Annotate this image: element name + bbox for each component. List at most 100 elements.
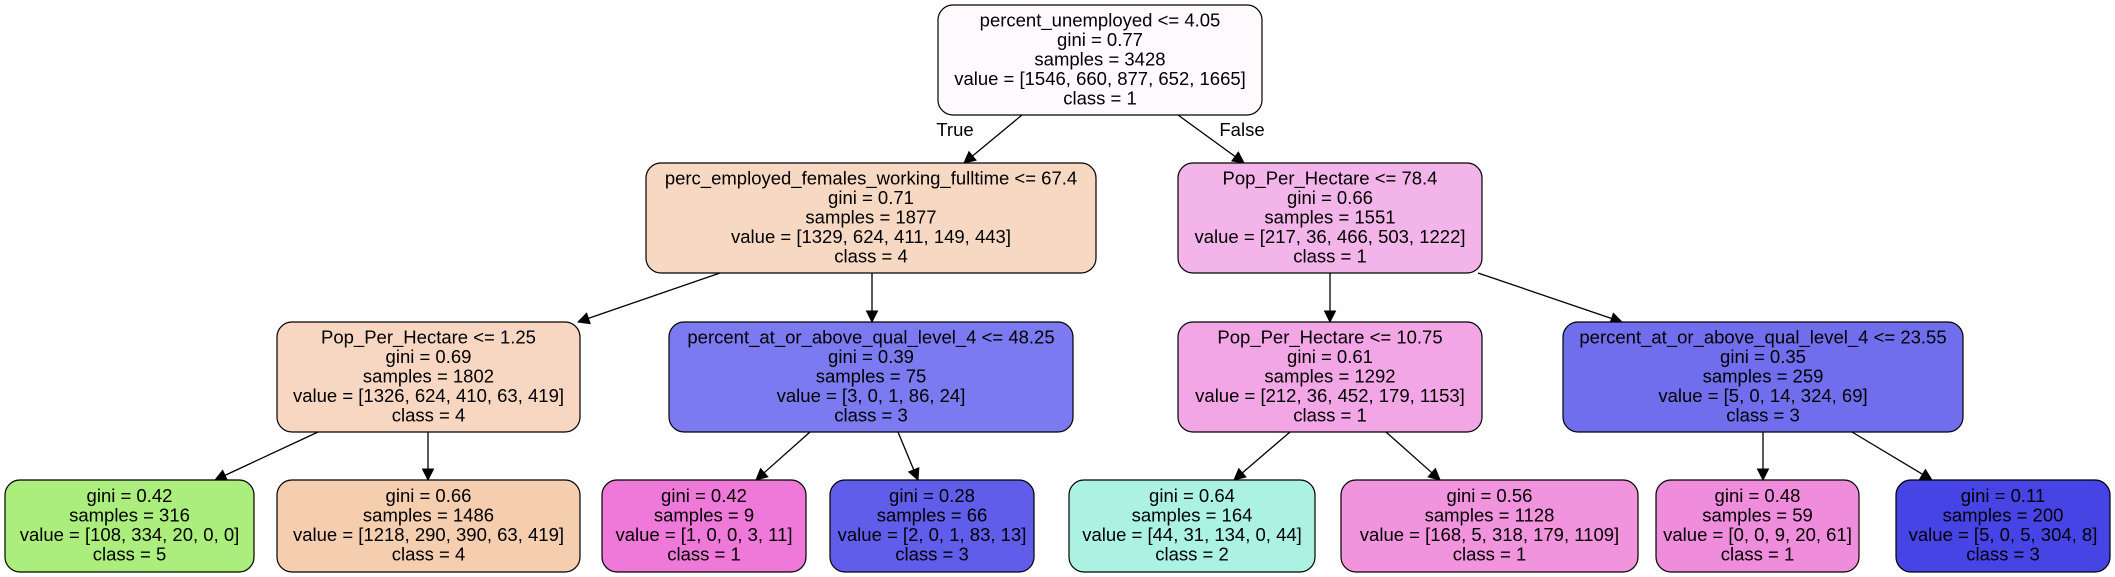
edge-line [1477, 272, 1612, 320]
node-text-line: gini = 0.66 [386, 485, 472, 506]
node-text-line: value = [1329, 624, 411, 149, 443] [731, 226, 1011, 247]
node-box [1177, 321, 1483, 433]
node-text-line: value = [5, 0, 5, 304, 8] [1909, 524, 2098, 545]
node-text-line: gini = 0.69 [386, 346, 472, 367]
node-box [1177, 162, 1483, 274]
node-text-line: class = 1 [1063, 87, 1137, 108]
node-box [1895, 479, 2111, 573]
arrowhead-icon [421, 468, 435, 482]
node-text-line: samples = 9 [654, 505, 754, 526]
node-text-line: gini = 0.56 [1447, 485, 1533, 506]
tree-edge-n2-n6 [1477, 272, 1624, 325]
node-text-line: value = [1218, 290, 390, 63, 419] [293, 524, 564, 545]
node-box [668, 321, 1074, 433]
arrowhead-icon [1233, 467, 1247, 481]
tree-edge-n0-n1: True [936, 114, 1023, 164]
node-text-line: gini = 0.64 [1149, 485, 1235, 506]
node-text-line: value = [3, 0, 1, 86, 24] [777, 385, 966, 406]
arrowhead-icon [213, 469, 229, 481]
tree-edge-n5-n12 [1385, 431, 1441, 481]
node-box [1340, 479, 1639, 573]
node-text-line: Pop_Per_Hectare <= 1.25 [321, 326, 536, 348]
arrowhead-icon [907, 466, 920, 482]
tree-edge-n6-n14 [1851, 431, 1933, 481]
node-text-line: percent_unemployed <= 4.05 [980, 9, 1221, 31]
tree-edges: True False [213, 114, 1933, 482]
node-text-line: class = 2 [1155, 544, 1229, 565]
node-text-line: value = [5, 0, 14, 324, 69] [1658, 385, 1867, 406]
edge-line [1385, 431, 1433, 474]
node-text-line: percent_at_or_above_qual_level_4 <= 23.5… [1579, 326, 1946, 348]
node-text-line: samples = 200 [1943, 505, 2064, 526]
node-text-line: class = 3 [1966, 544, 2040, 565]
node-text-line: samples = 3428 [1034, 48, 1165, 69]
node-text-line: class = 4 [834, 245, 908, 266]
node-box [276, 321, 581, 433]
edge-line [763, 431, 811, 474]
node-text-line: value = [44, 31, 134, 0, 44] [1082, 524, 1302, 545]
edge-line [224, 431, 319, 476]
node-text-line: gini = 0.61 [1287, 346, 1373, 367]
node-text-line: samples = 1486 [363, 505, 494, 526]
node-text-line: gini = 0.28 [889, 485, 975, 506]
node-text-line: samples = 164 [1132, 505, 1253, 526]
edge-line [1851, 431, 1923, 475]
node-text-line: samples = 66 [877, 505, 988, 526]
tree-edge-n4-n10 [897, 431, 920, 482]
node-text-line: class = 1 [1453, 544, 1527, 565]
node-text-line: perc_employed_females_working_fulltime <… [665, 167, 1077, 189]
node-box [1068, 479, 1316, 573]
node-text-line: value = [1326, 624, 410, 63, 419] [293, 385, 564, 406]
node-text-line: samples = 1877 [805, 206, 936, 227]
arrowhead-icon [755, 467, 769, 481]
arrowhead-icon [1230, 151, 1245, 164]
edge-label: True [936, 119, 973, 140]
arrowhead-icon [1323, 310, 1337, 324]
edge-label: False [1219, 119, 1264, 140]
node-text-line: samples = 316 [69, 505, 190, 526]
arrowhead-icon [963, 150, 977, 164]
node-text-line: samples = 259 [1703, 365, 1824, 386]
tree-edge-n1-n3 [576, 272, 721, 325]
node-text-line: samples = 1292 [1264, 365, 1395, 386]
node-text-line: Pop_Per_Hectare <= 78.4 [1223, 167, 1438, 189]
node-text-line: samples = 59 [1702, 505, 1813, 526]
node-text-line: class = 4 [392, 404, 466, 425]
tree-edge-n1-n4 [865, 273, 879, 324]
edge-line [1241, 431, 1291, 474]
node-text-line: percent_at_or_above_qual_level_4 <= 48.2… [687, 326, 1054, 348]
node-text-line: gini = 0.66 [1287, 187, 1373, 208]
node-text-line: class = 3 [895, 544, 969, 565]
node-text-line: class = 1 [1293, 404, 1367, 425]
node-box [645, 162, 1097, 274]
node-box [4, 479, 255, 573]
node-text-line: value = [2, 0, 1, 83, 13] [838, 524, 1027, 545]
tree-edge-n6-n13 [1756, 432, 1770, 482]
node-text-line: value = [1546, 660, 877, 652, 1665] [954, 68, 1246, 89]
tree-node-n1: perc_employed_females_working_fulltime <… [645, 162, 1097, 274]
tree-edge-n5-n11 [1233, 431, 1291, 481]
edge-line [1177, 114, 1236, 158]
node-text-line: gini = 0.71 [828, 187, 914, 208]
edge-line [897, 431, 915, 471]
node-box [937, 4, 1263, 116]
node-text-line: Pop_Per_Hectare <= 10.75 [1217, 326, 1442, 348]
edge-line [588, 272, 721, 320]
node-text-line: class = 1 [1721, 544, 1795, 565]
arrowhead-icon [865, 310, 879, 324]
node-text-line: value = [1, 0, 0, 3, 11] [615, 524, 792, 545]
node-text-line: gini = 0.48 [1715, 485, 1801, 506]
tree-edge-n3-n8 [421, 432, 435, 482]
tree-edge-n3-n7 [213, 431, 319, 481]
node-box [1655, 479, 1860, 573]
node-text-line: value = [168, 5, 318, 179, 1109] [1360, 524, 1619, 545]
